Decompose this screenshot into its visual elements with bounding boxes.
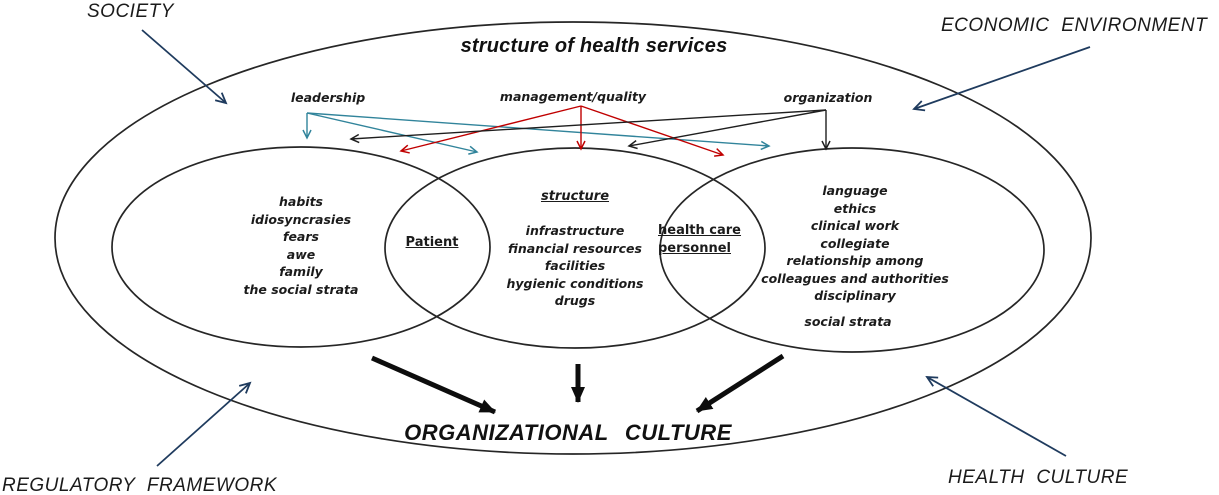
leadership-to-structure-arrow xyxy=(306,112,479,155)
list-item: hygienic conditions xyxy=(506,275,644,291)
health-care-personnel-overlap-label: health care personnel xyxy=(658,222,741,258)
list-item: ethics xyxy=(833,200,877,216)
leadership-label: leadership xyxy=(290,90,366,105)
list-item: the social strata xyxy=(243,281,359,297)
personnel-factors-list: language ethics clinical work collegiate… xyxy=(761,182,949,305)
organization-arrows xyxy=(349,109,831,151)
list-item: fears xyxy=(283,229,319,244)
corner-arrows xyxy=(141,29,1091,467)
structure-ellipse xyxy=(384,147,766,349)
structure-factors-list: infrastructure financial resources facil… xyxy=(506,222,643,310)
personnel-ellipse xyxy=(659,147,1045,353)
economic-environment-label: ECONOMIC ENVIRONMENT xyxy=(941,15,1208,36)
regulatory-framework-arrow xyxy=(156,381,252,467)
list-item: relationship among xyxy=(786,253,924,268)
structure-of-health-services-title: structure of health services xyxy=(460,35,728,57)
left-bold-arrow xyxy=(370,355,497,415)
list-item: language xyxy=(822,183,888,198)
management-to-patient-arrow xyxy=(399,105,582,154)
list-item: awe xyxy=(286,246,316,262)
patient-ellipse xyxy=(111,146,491,348)
right-bold-arrow xyxy=(695,353,785,414)
list-item: collegiate xyxy=(820,235,890,251)
overlap-label-line: personnel xyxy=(658,241,731,256)
list-item: habits xyxy=(279,194,323,209)
management-quality-arrows xyxy=(399,105,725,157)
society-label: SOCIETY xyxy=(87,1,174,22)
list-item: infrastructure xyxy=(525,223,625,238)
regulatory-framework-label: REGULATORY FRAMEWORK xyxy=(2,475,277,495)
structure-heading: structure xyxy=(540,189,610,204)
organizational-culture-title: ORGANIZATIONAL CULTURE xyxy=(404,420,732,445)
leadership-to-personnel-arrow xyxy=(306,112,771,151)
organizational-culture-arrows xyxy=(370,353,785,415)
list-item: idiosyncrasies xyxy=(250,211,352,227)
list-item: facilities xyxy=(544,258,606,273)
economic-environment-arrow xyxy=(912,46,1091,112)
list-item: disciplinary xyxy=(814,288,896,303)
management-quality-label: management/quality xyxy=(499,89,647,104)
outer-ellipse-structure-of-health-services xyxy=(54,21,1092,455)
patient-factors-list: habits idiosyncrasies fears awe family t… xyxy=(244,193,359,298)
leadership-arrows xyxy=(302,112,771,155)
health-culture-arrow xyxy=(925,376,1067,457)
organization-to-patient-arrow xyxy=(349,109,827,144)
overlap-label-line: health care xyxy=(658,223,742,238)
health-culture-label: HEALTH CULTURE xyxy=(948,467,1129,488)
society-arrow xyxy=(141,29,228,105)
organization-label: organization xyxy=(783,90,873,105)
ellipse-group xyxy=(54,21,1092,455)
personnel-detached-item: social strata xyxy=(804,314,892,329)
list-item: drugs xyxy=(554,293,596,308)
list-item: clinical work xyxy=(810,218,900,233)
organization-to-structure-arrow xyxy=(627,109,827,150)
management-to-personnel-arrow xyxy=(580,105,725,157)
list-item: family xyxy=(279,264,323,279)
list-item: colleagues and authorities xyxy=(761,270,949,286)
patient-overlap-label: Patient xyxy=(405,235,459,250)
list-item: financial resources xyxy=(508,240,642,256)
